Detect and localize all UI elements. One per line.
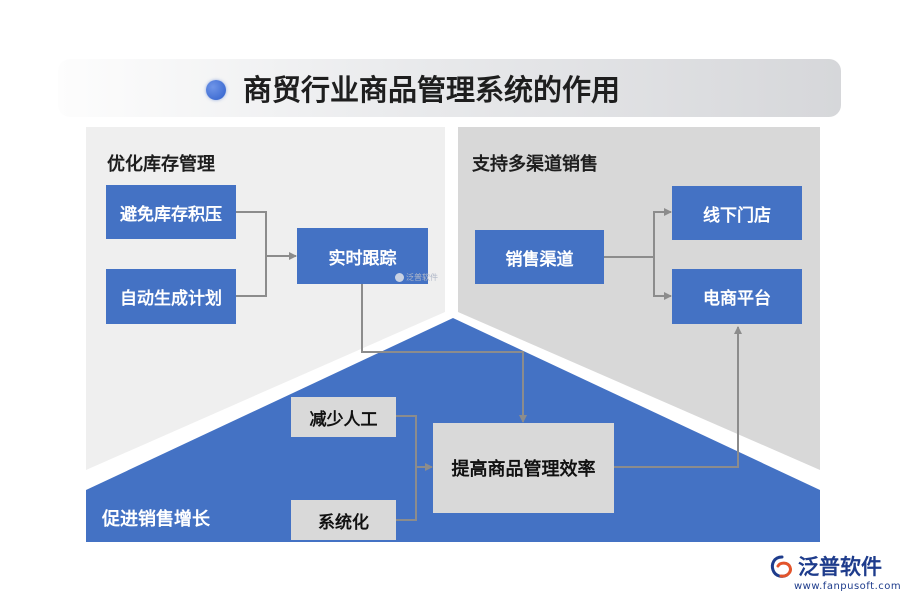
connector-to-offline (653, 208, 672, 257)
title-bar (58, 59, 841, 117)
node-systematize: 系统化 (291, 500, 396, 540)
node-sales-channels: 销售渠道 (475, 230, 604, 284)
watermark: 泛普软件 (395, 272, 438, 283)
node-auto-plan: 自动生成计划 (106, 269, 236, 324)
title-bullet-icon (206, 80, 226, 100)
brand-name: 泛普软件 (798, 555, 882, 579)
connector-to-ecommerce (653, 257, 672, 300)
section-label-growth: 促进销售增长 (102, 509, 210, 530)
connector-efficiency-to-ecommerce (614, 326, 742, 468)
brand-logo: 泛普软件 www.fanpusoft.com (768, 552, 900, 596)
node-efficiency: 提高商品管理效率 (433, 423, 614, 513)
connector-avoid-to-tracking (236, 211, 297, 260)
section-label-channels: 支持多渠道销售 (472, 154, 598, 175)
connector-auto-to-tracking (236, 256, 267, 297)
node-offline-store: 线下门店 (672, 186, 802, 240)
node-realtime-tracking: 实时跟踪 (297, 228, 428, 284)
watermark-text: 泛普软件 (406, 273, 438, 282)
connector-system-to-efficiency (396, 467, 417, 521)
connector-tracking-to-efficiency (361, 284, 527, 423)
connectors (236, 208, 742, 521)
page-title: 商贸行业商品管理系统的作用 (243, 73, 621, 107)
node-ecommerce: 电商平台 (672, 269, 802, 324)
brand-swirl-icon (770, 555, 792, 578)
node-reduce-labor: 减少人工 (291, 397, 396, 437)
section-label-inventory: 优化库存管理 (107, 154, 215, 175)
watermark-logo-icon (395, 273, 404, 282)
node-avoid-backlog: 避免库存积压 (106, 185, 236, 239)
connector-labor-to-efficiency (396, 415, 433, 471)
brand-url: www.fanpusoft.com (794, 581, 900, 592)
